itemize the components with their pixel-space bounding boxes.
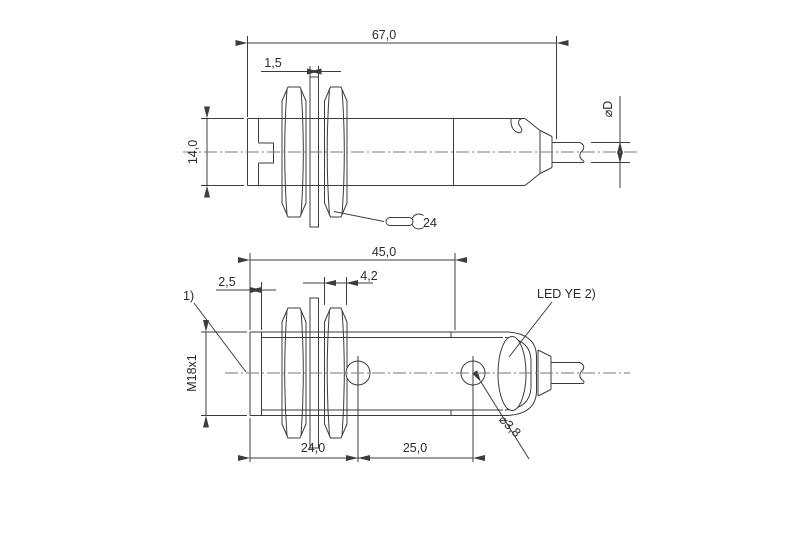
wrench-size-label: 24: [423, 216, 437, 230]
cable-top: [558, 142, 585, 163]
dim-hole-spacing-label: 25,0: [403, 441, 427, 455]
dim-body-height-label: 14,0: [186, 140, 200, 164]
dimension-washer-thickness: [261, 66, 341, 78]
led-ring-detail: [510, 118, 523, 134]
dimension-tip-length: [216, 282, 276, 330]
cable-bottom: [558, 362, 585, 384]
dim-housing-length-label: 45,0: [372, 245, 396, 259]
footnote-ref-label: 1): [183, 289, 194, 303]
dimension-cable-diameter: [591, 96, 630, 188]
dimension-thread: [201, 320, 247, 428]
dim-cable-diameter-label: ⌀D: [601, 101, 615, 118]
wrench-icon: [385, 213, 424, 230]
hole-diameter-leader-line: [472, 370, 530, 460]
hole-diameter-label: ⌀3,8: [496, 412, 524, 440]
dim-washer-thickness-label: 1,5: [264, 56, 281, 70]
sensor-body-top: [247, 118, 541, 186]
led-label: LED YE 2): [537, 287, 596, 301]
led-leader-line: [508, 301, 553, 358]
bottom-view: [193, 253, 585, 462]
thread-spec-label: M18x1: [185, 354, 199, 392]
dimension-housing-length: [238, 253, 467, 330]
cable-break-symbol-b: [579, 362, 585, 384]
dim-nut-thickness-label: 4,2: [360, 269, 377, 283]
dimension-overall-length: [235, 36, 569, 139]
dim-face-to-hole-label: 24,0: [301, 441, 325, 455]
dimension-nut-thickness: [303, 277, 373, 305]
wrench-callout: [333, 211, 424, 230]
footnote-leader-line: [193, 302, 247, 373]
sensor-body-bottom: [249, 331, 537, 416]
dim-overall-length-label: 67,0: [372, 28, 396, 42]
cable-break-symbol: [579, 142, 585, 163]
sensing-slot: [258, 142, 274, 164]
dim-tip-length-label: 2,5: [218, 275, 235, 289]
wrench-leader-line: [333, 211, 385, 222]
cable-gland-bottom: [537, 349, 558, 397]
dimension-face-to-hole: [238, 418, 370, 462]
